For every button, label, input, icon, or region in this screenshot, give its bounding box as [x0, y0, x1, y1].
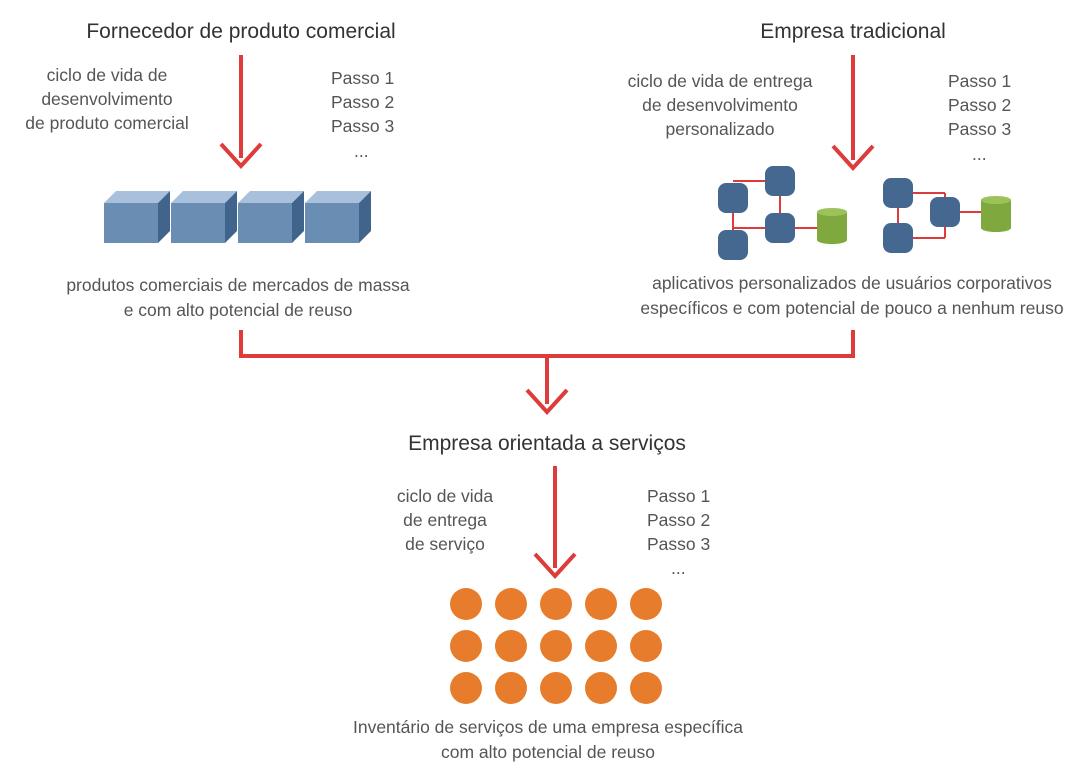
left-lifecycle-line-1: ciclo de vida de: [47, 65, 168, 85]
service-circle: [450, 588, 482, 620]
merge-connector: [239, 330, 855, 415]
left-title: Fornecedor de produto comercial: [86, 20, 395, 43]
right-down-arrow: [831, 55, 875, 171]
app-1-node-1: [718, 183, 748, 213]
left-step-ellipsis: ...: [354, 141, 369, 161]
service-circle: [495, 588, 527, 620]
service-circle: [495, 630, 527, 662]
custom-application-2: [883, 178, 1011, 253]
bottom-down-arrow: [533, 466, 577, 579]
bottom-caption-line-2: com alto potencial de reuso: [441, 742, 655, 762]
service-circle: [540, 588, 572, 620]
right-step-2: Passo 2: [948, 95, 1011, 115]
service-inventory-grid: [450, 588, 662, 704]
bottom-step-3: Passo 3: [647, 534, 710, 554]
right-caption-line-2: específicos e com potencial de pouco a n…: [640, 298, 1063, 318]
bottom-lifecycle-line-1: ciclo de vida: [397, 486, 494, 506]
product-block: [171, 191, 237, 243]
bottom-step-1: Passo 1: [647, 486, 710, 506]
right-title: Empresa tradicional: [760, 20, 946, 43]
right-lifecycle-line-1: ciclo de vida de entrega: [628, 71, 813, 91]
service-circle: [585, 672, 617, 704]
left-step-3: Passo 3: [331, 116, 394, 136]
app-1-node-4: [718, 230, 748, 260]
service-circle: [630, 630, 662, 662]
app-2-node-2: [930, 197, 960, 227]
bottom-caption-line-1: Inventário de serviços de uma empresa es…: [353, 717, 743, 737]
service-circle: [585, 630, 617, 662]
right-step-3: Passo 3: [948, 119, 1011, 139]
bottom-step-ellipsis: ...: [671, 558, 686, 578]
service-circle: [450, 630, 482, 662]
service-circle: [540, 630, 572, 662]
product-block: [104, 191, 170, 243]
product-block: [305, 191, 371, 243]
right-lifecycle-line-3: personalizado: [666, 119, 775, 139]
right-step-ellipsis: ...: [972, 144, 987, 164]
app-2-node-3: [883, 223, 913, 253]
right-step-1: Passo 1: [948, 71, 1011, 91]
left-caption-line-1: produtos comerciais de mercados de massa: [66, 275, 410, 295]
left-step-2: Passo 2: [331, 92, 394, 112]
app-1-node-2: [765, 166, 795, 196]
commercial-product-blocks: [104, 191, 371, 243]
bottom-title: Empresa orientada a serviços: [408, 432, 686, 455]
app-2-node-1: [883, 178, 913, 208]
app-2-database-icon: [981, 196, 1011, 232]
left-lifecycle-line-2: desenvolvimento: [41, 89, 172, 109]
bottom-lifecycle-line-3: de serviço: [405, 534, 485, 554]
service-circle: [630, 672, 662, 704]
bottom-step-2: Passo 2: [647, 510, 710, 530]
left-caption-line-2: e com alto potencial de reuso: [124, 300, 353, 320]
product-block: [238, 191, 304, 243]
left-lifecycle-line-3: de produto comercial: [25, 113, 188, 133]
bottom-lifecycle-line-2: de entrega: [403, 510, 487, 530]
left-step-1: Passo 1: [331, 68, 394, 88]
service-circle: [495, 672, 527, 704]
service-circle: [585, 588, 617, 620]
right-lifecycle-line-2: de desenvolvimento: [642, 95, 798, 115]
service-circle: [630, 588, 662, 620]
service-circle: [450, 672, 482, 704]
custom-application-1: [718, 166, 847, 260]
left-down-arrow: [219, 55, 263, 169]
right-caption-line-1: aplicativos personalizados de usuários c…: [652, 273, 1052, 293]
service-circle: [540, 672, 572, 704]
app-1-node-3: [765, 213, 795, 243]
app-1-database-icon: [817, 208, 847, 244]
